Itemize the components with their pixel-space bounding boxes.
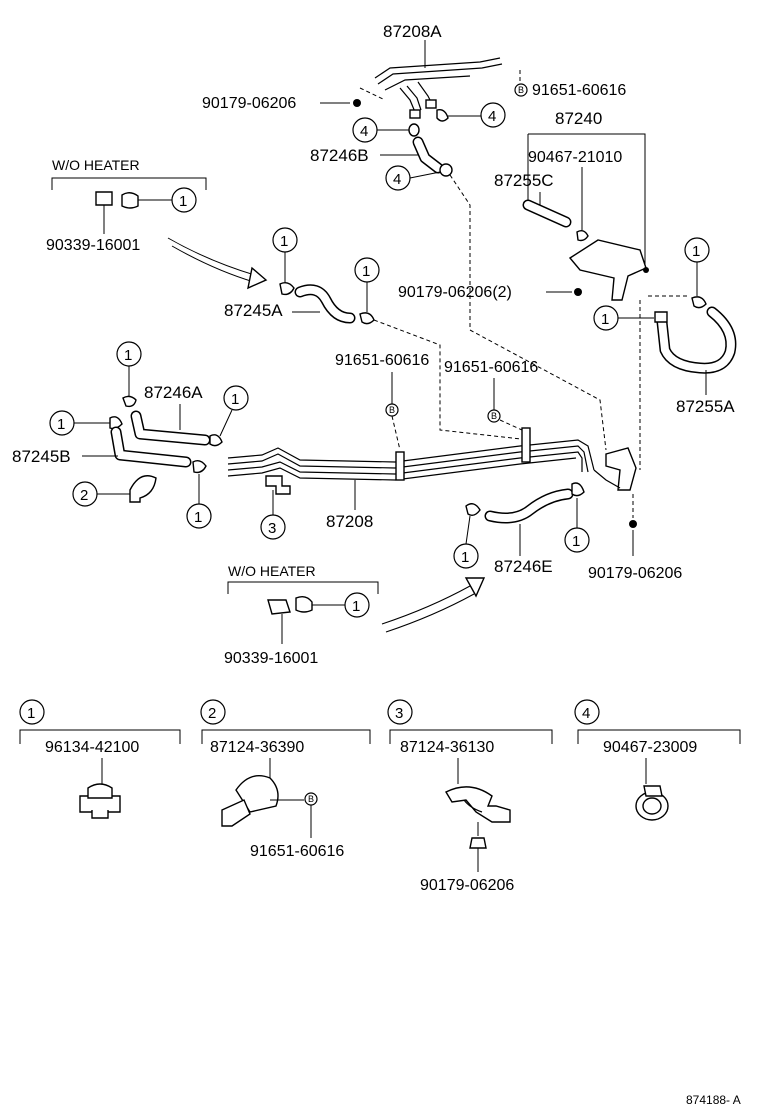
- hose-clip-icon: [221, 775, 279, 827]
- callout-1-b: 1: [280, 233, 288, 250]
- callout-1-g: 1: [231, 391, 239, 408]
- legend-extra-2: 91651-60616: [250, 843, 344, 860]
- svg-text:B: B: [491, 411, 497, 421]
- legend: 1 96134-42100 2 87124-36390 B 91651-6061…: [19, 699, 741, 894]
- nut-icon: [574, 288, 582, 296]
- callout-1-c: 1: [362, 263, 370, 280]
- nut-icon: [629, 520, 637, 528]
- callout-4-b: 4: [360, 123, 368, 140]
- legend-extra-3: 90179-06206: [420, 877, 514, 894]
- label-90179-a: 90179-06206: [202, 95, 296, 112]
- callout-4-a: 4: [488, 108, 496, 125]
- label-87246B: 87246B: [310, 146, 369, 165]
- label-90467-21010: 90467-21010: [528, 149, 622, 166]
- legend-callout-1: 1: [27, 705, 35, 722]
- legend-callout-2: 2: [208, 705, 216, 722]
- legend-part-1: 96134-42100: [45, 739, 139, 756]
- bolt-b-icon: [514, 83, 528, 97]
- spring-clamp-icon: [635, 785, 669, 821]
- figure-code: 874188- A: [686, 1093, 741, 1107]
- label-90339-top: 90339-16001: [46, 237, 140, 254]
- label-91651-b: 91651-60616: [335, 352, 429, 369]
- callout-4-c: 4: [393, 171, 401, 188]
- clamp-icon: [79, 783, 121, 819]
- legend-callout-4: 4: [582, 705, 590, 722]
- pipe-clamp-icon: [445, 786, 511, 823]
- label-87245A: 87245A: [224, 301, 283, 320]
- label-87208A: 87208A: [383, 22, 442, 41]
- callout-1-l: 1: [352, 598, 360, 615]
- callout-1-j: 1: [461, 549, 469, 566]
- callout-1-h: 1: [57, 416, 65, 433]
- callout-1-i: 1: [194, 509, 202, 526]
- label-87255C: 87255C: [494, 171, 554, 190]
- label-wo-heater-top: W/O HEATER: [52, 157, 140, 173]
- svg-text:B: B: [389, 405, 395, 415]
- svg-text:B: B: [308, 794, 314, 804]
- pipe-assembly-87208A: [374, 57, 503, 119]
- callout-3-a: 3: [268, 520, 276, 537]
- legend-part-4: 90467-23009: [603, 739, 697, 756]
- label-90339-bot: 90339-16001: [224, 650, 318, 667]
- label-wo-heater-bot: W/O HEATER: [228, 563, 316, 579]
- label-87245B: 87245B: [12, 447, 71, 466]
- svg-text:B: B: [518, 85, 524, 95]
- label-90179-2: 90179-06206(2): [398, 284, 512, 301]
- callout-1-f: 1: [124, 347, 132, 364]
- label-87240: 87240: [555, 109, 602, 128]
- legend-callout-3: 3: [395, 705, 403, 722]
- callout-2-a: 2: [80, 487, 88, 504]
- label-87246A: 87246A: [144, 383, 203, 402]
- legend-part-3: 87124-36130: [400, 739, 494, 756]
- legend-part-2: 87124-36390: [210, 739, 304, 756]
- callout-1-e: 1: [601, 311, 609, 328]
- callout-1-a: 1: [179, 193, 187, 210]
- pipe-assembly-87208: [227, 427, 637, 491]
- label-87208: 87208: [326, 512, 373, 531]
- callout-1-k: 1: [572, 533, 580, 550]
- nut-icon: [353, 99, 361, 107]
- callout-1-d: 1: [692, 243, 700, 260]
- label-87246E: 87246E: [494, 557, 553, 576]
- label-87255A: 87255A: [676, 397, 735, 416]
- label-91651-c: 91651-60616: [444, 359, 538, 376]
- label-91651-a: 91651-60616: [532, 82, 626, 99]
- label-90179-b: 90179-06206: [588, 565, 682, 582]
